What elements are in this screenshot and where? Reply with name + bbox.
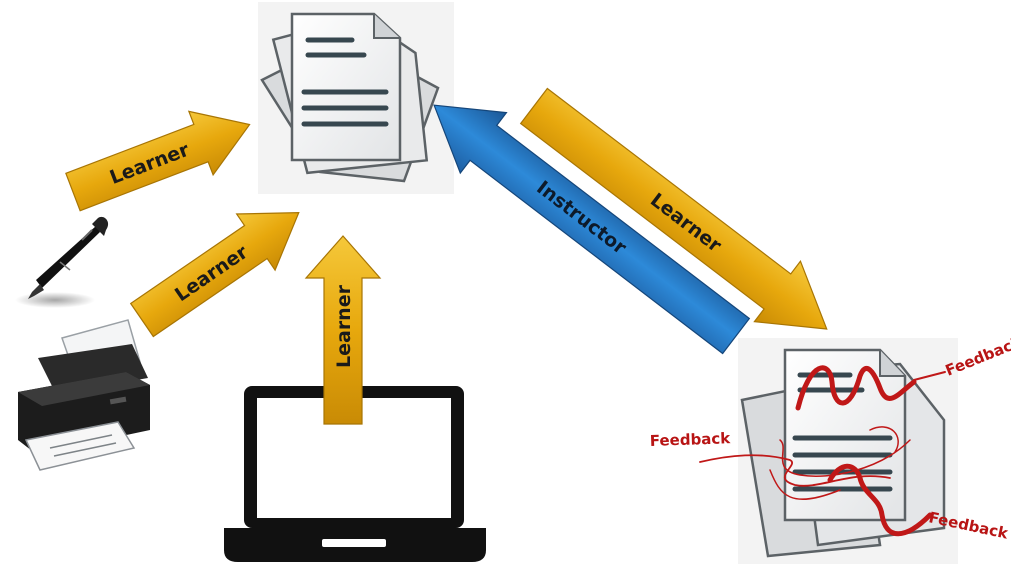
learner-arrow-printer: Learner xyxy=(129,212,300,338)
printer-icon xyxy=(18,319,150,471)
laptop-icon xyxy=(224,386,486,562)
pen-icon xyxy=(15,216,109,308)
learner-arrow-laptop: Learner xyxy=(304,235,382,425)
feedback-document-icon: Feedback Feedback Feedback xyxy=(650,332,1011,564)
document-stack-icon xyxy=(258,2,454,194)
learner-arrow-laptop-label: Learner xyxy=(333,284,355,368)
feedback-markup xyxy=(699,365,946,537)
learner-arrow-pen: Learner xyxy=(65,110,251,212)
feedback-label-left: Feedback xyxy=(650,429,732,450)
